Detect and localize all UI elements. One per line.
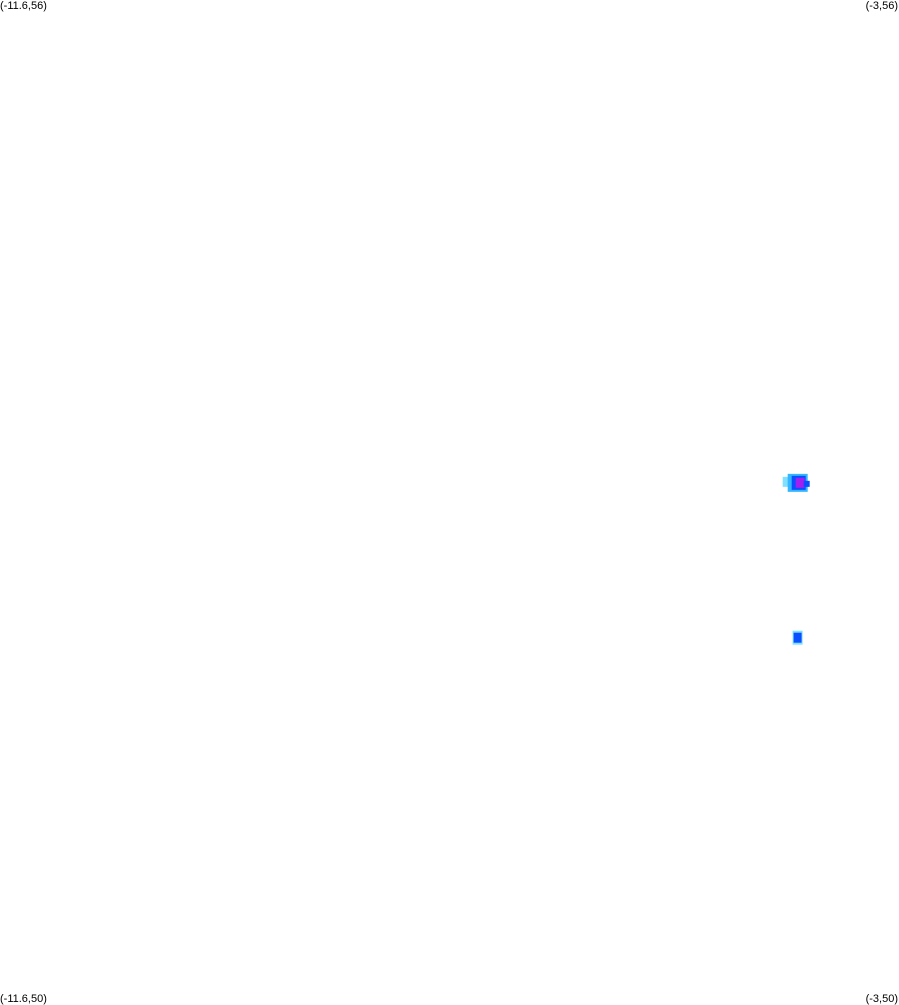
corner-label-top-left: (-11.6,56) [0, 0, 47, 12]
hotspot-core [793, 632, 802, 643]
hotspot-1 [782, 473, 810, 492]
hotspot-edge [803, 480, 810, 487]
hotspot-peak [795, 477, 805, 488]
hotspot-2 [792, 630, 803, 645]
corner-label-top-right: (-3,56) [865, 0, 898, 12]
